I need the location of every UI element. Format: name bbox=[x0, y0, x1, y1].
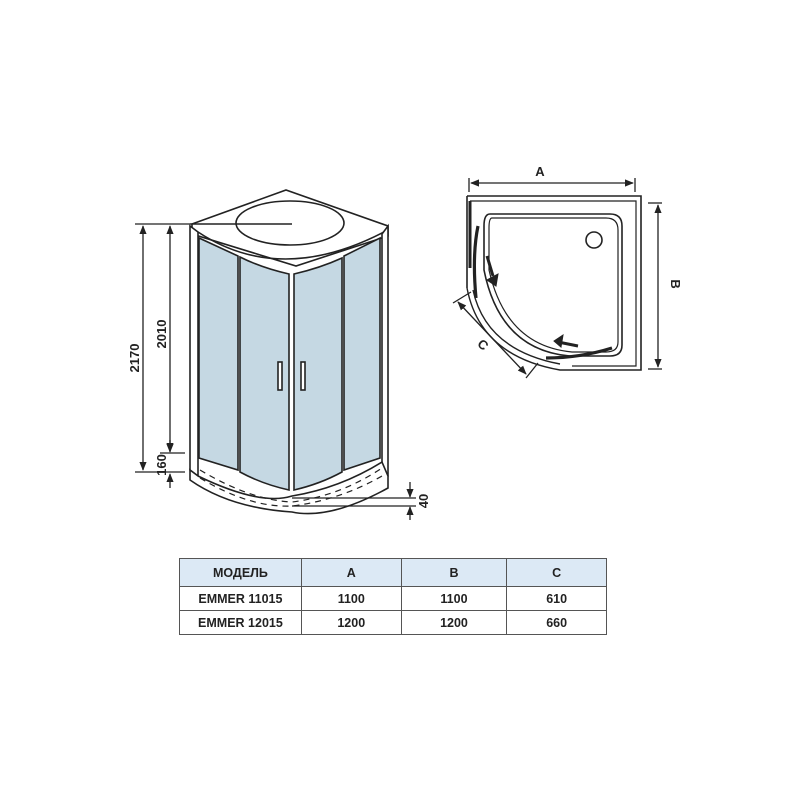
dim-2010: 2010 bbox=[154, 320, 169, 349]
cell-model: EMMER 11015 bbox=[179, 586, 302, 611]
dim-40: 40 bbox=[416, 494, 431, 508]
cell-b: 1200 bbox=[400, 610, 508, 635]
label-b: B bbox=[668, 279, 683, 288]
header-a: A bbox=[300, 558, 402, 587]
front-view bbox=[189, 189, 389, 515]
dim-160: 160 bbox=[154, 454, 169, 476]
cell-a: 1200 bbox=[300, 610, 402, 635]
door-slide-arrows bbox=[485, 255, 579, 348]
plan-dimensions bbox=[452, 178, 662, 379]
table-row: EMMER 12015 1200 1200 660 bbox=[179, 610, 607, 635]
plan-view bbox=[466, 195, 642, 371]
header-c: C bbox=[506, 558, 607, 587]
header-b: B bbox=[400, 558, 508, 587]
model-dimensions-table: МОДЕЛЬ A B C EMMER 11015 1100 1100 610 E… bbox=[179, 558, 607, 635]
header-model: МОДЕЛЬ bbox=[179, 558, 302, 587]
table-header-row: МОДЕЛЬ A B C bbox=[179, 558, 607, 587]
cell-b: 1100 bbox=[400, 586, 508, 611]
cell-a: 1100 bbox=[300, 586, 402, 611]
label-c: C bbox=[475, 336, 492, 354]
cell-model: EMMER 12015 bbox=[179, 610, 302, 635]
cell-c: 610 bbox=[506, 586, 607, 611]
table-row: EMMER 11015 1100 1100 610 bbox=[179, 586, 607, 611]
cell-c: 660 bbox=[506, 610, 607, 635]
front-dimensions bbox=[135, 223, 416, 520]
dim-2170: 2170 bbox=[127, 344, 142, 373]
label-a: A bbox=[535, 164, 545, 179]
